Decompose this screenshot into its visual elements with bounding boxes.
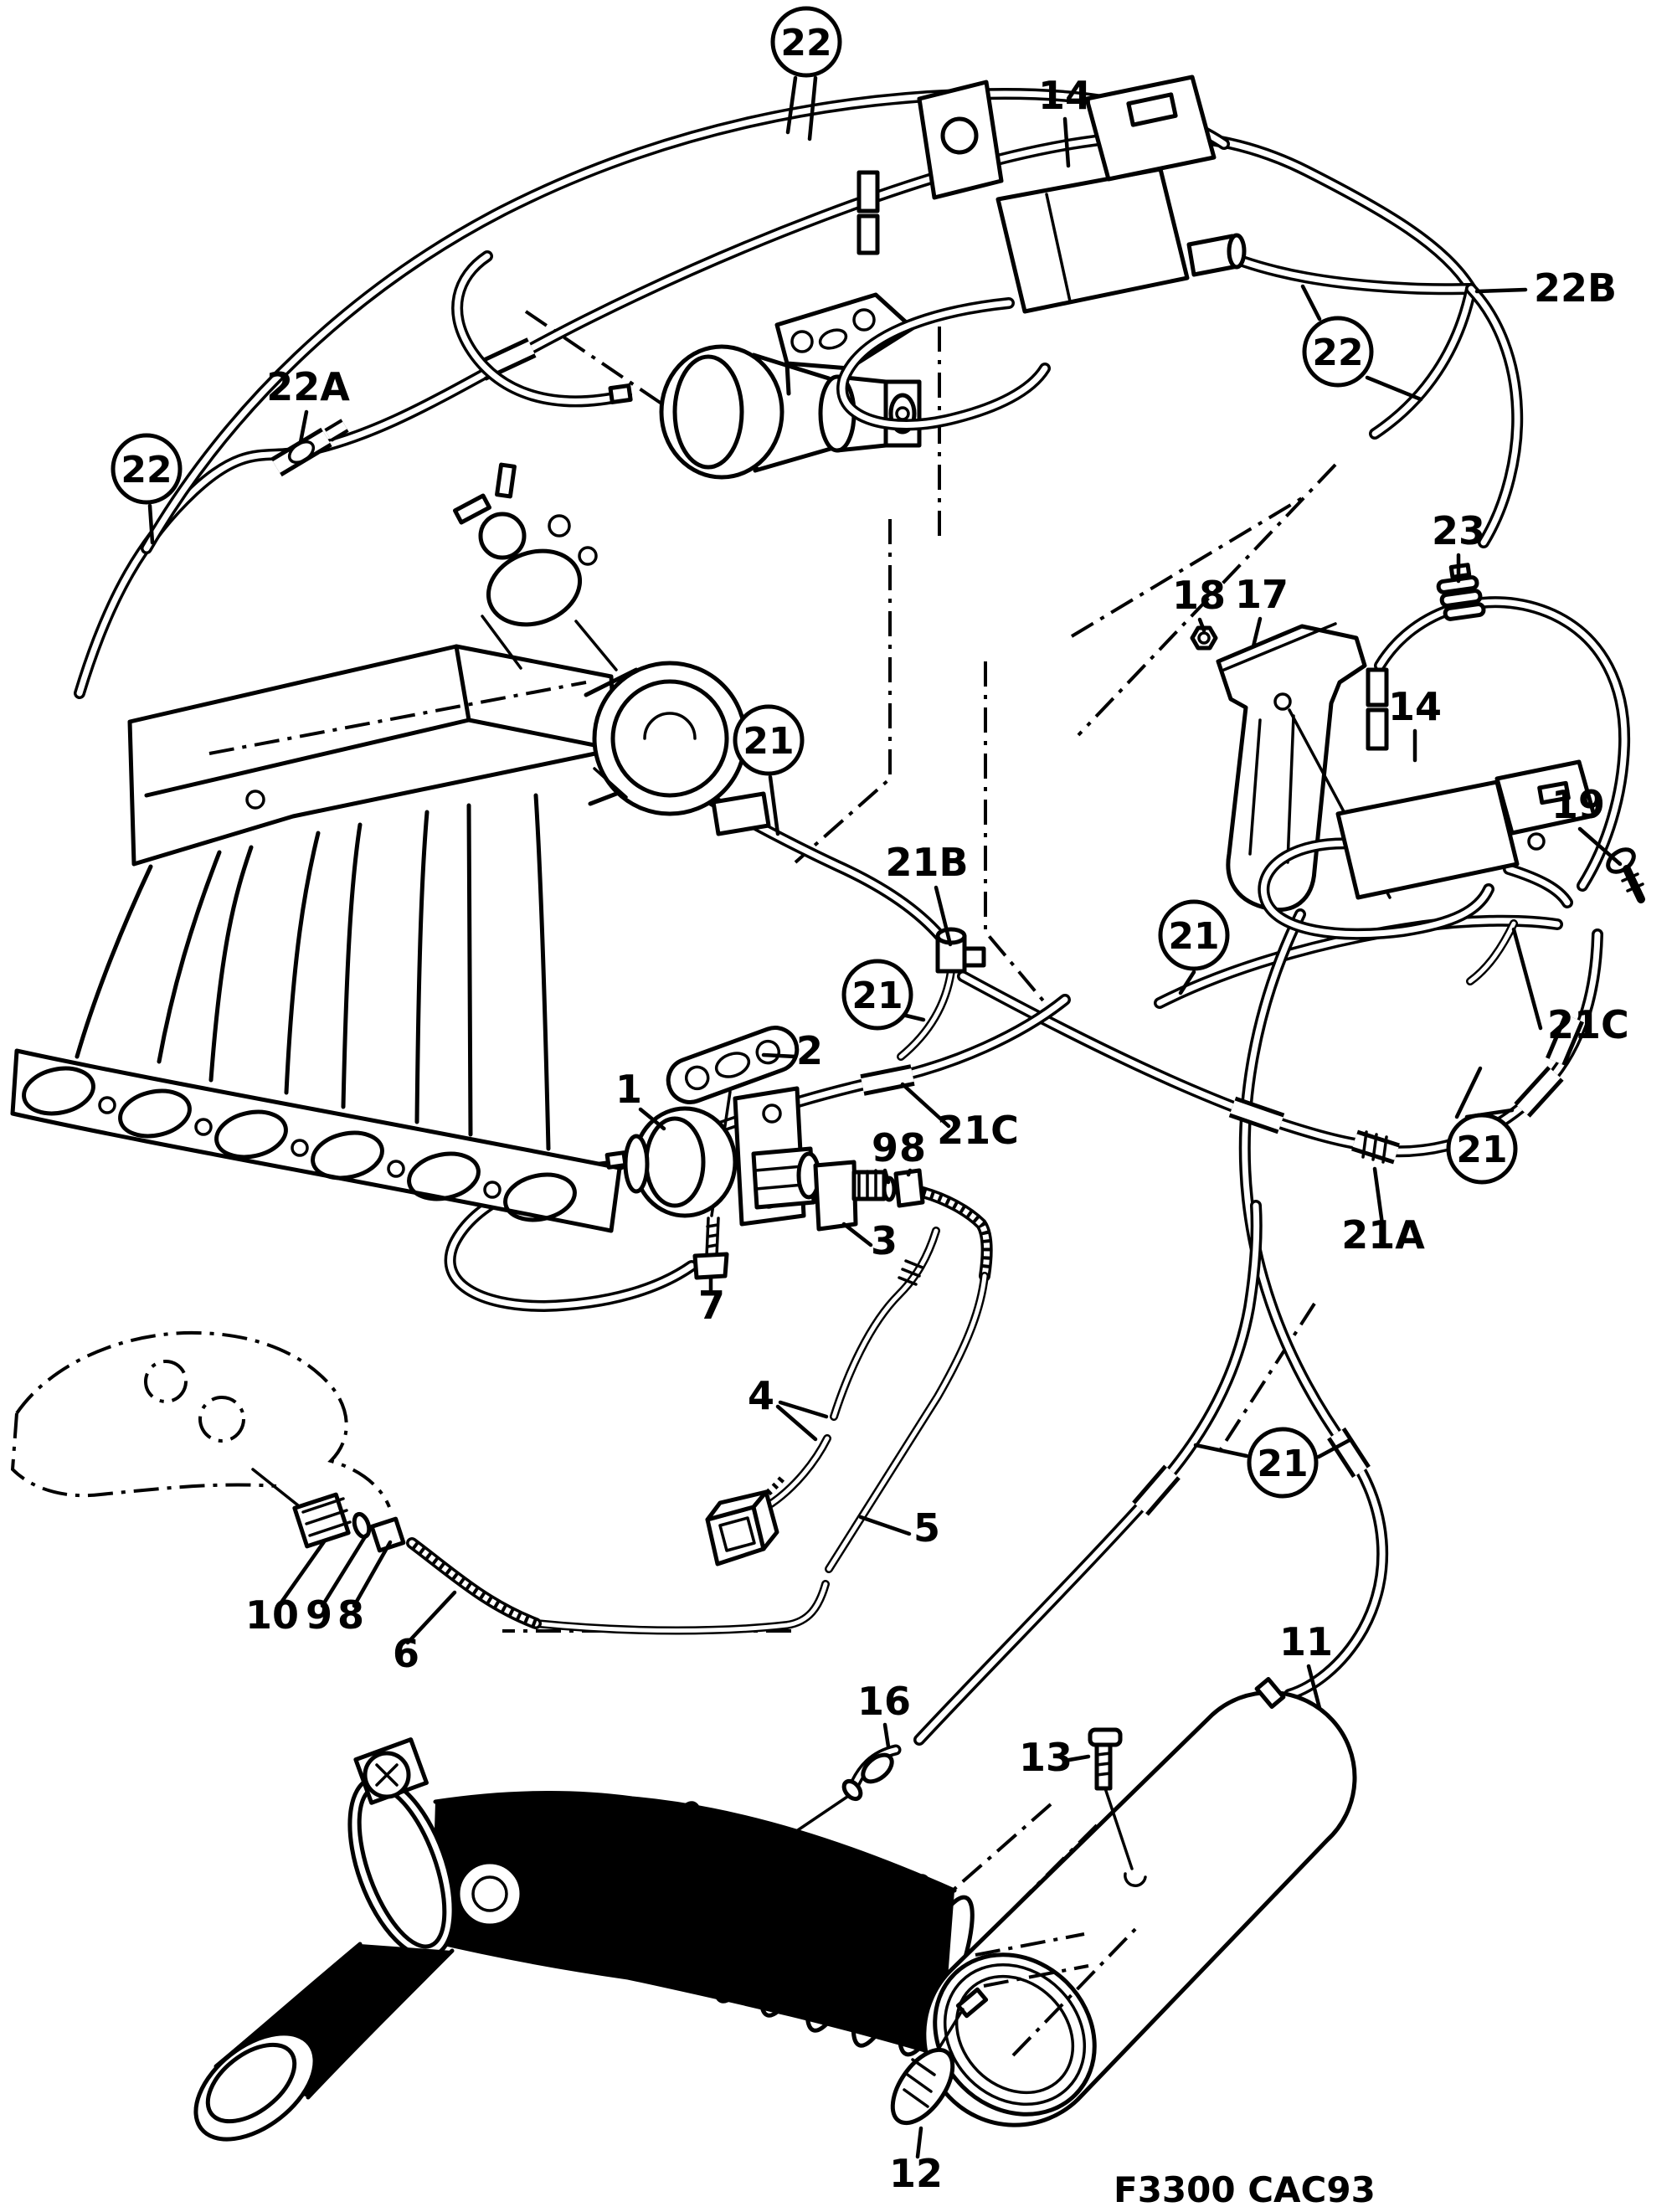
label-14-top: 14 [1038, 73, 1092, 118]
callout-22-top-label: 22 [780, 22, 831, 64]
vacuum-hose-21-run [450, 602, 1625, 1740]
sleeve-21c-right [1546, 1013, 1584, 1067]
tee-21b [935, 927, 986, 974]
screw-19 [1606, 847, 1645, 903]
label-21a: 21A [1341, 1212, 1425, 1258]
label-21b: 21B [885, 840, 968, 885]
exhaust-manifold [10, 1330, 406, 1553]
callout-22-right-label: 22 [1312, 332, 1363, 374]
cable-connector [705, 1489, 779, 1566]
callout-21-mid-label: 21 [1168, 915, 1219, 958]
bolt-13 [1088, 1727, 1147, 1887]
canister-nipple [1254, 1676, 1286, 1710]
throttle-body [452, 462, 771, 836]
leader-lines [147, 75, 1623, 2159]
washer-9 [882, 1175, 897, 1202]
hose-corrugations [620, 1801, 975, 2057]
callouts: 22 22 22 21 21 21 21 21 [111, 6, 1518, 1499]
callout-21-tee: 21 [841, 959, 913, 1031]
connector-22a [270, 419, 349, 477]
label-12: 12 [889, 2151, 943, 2196]
label-7: 7 [698, 1283, 725, 1328]
label-11: 11 [1279, 1619, 1333, 1664]
label-8-low: 8 [337, 1592, 364, 1638]
callout-21-throttle: 21 [733, 704, 805, 776]
callout-21-right: 21 [1446, 1113, 1518, 1185]
label-21c-mid: 21C [937, 1108, 1019, 1153]
label-19: 19 [1551, 782, 1605, 827]
gasket-2 [666, 1026, 800, 1104]
callout-21-lower-label: 21 [1257, 1443, 1308, 1485]
label-14-right: 14 [1388, 684, 1442, 729]
callout-21-lower: 21 [1247, 1427, 1319, 1499]
callout-21-right-label: 21 [1456, 1129, 1507, 1171]
label-9-low: 9 [306, 1592, 332, 1638]
label-22b: 22B [1534, 265, 1617, 311]
label-10: 10 [245, 1592, 299, 1638]
air-intake-hose [193, 1737, 975, 2142]
egr-vacuum-valve-top [608, 292, 922, 480]
clip-23 [1436, 563, 1486, 621]
label-4: 4 [748, 1373, 774, 1418]
figure-code: F3300 CAC93 [1114, 2169, 1376, 2210]
egr-valve-assembly [604, 1026, 925, 1280]
label-16: 16 [857, 1679, 911, 1724]
callout-21-throttle-label: 21 [743, 720, 794, 763]
solenoid-valve-right [1263, 667, 1597, 934]
callout-22-left-label: 22 [121, 449, 172, 491]
label-2: 2 [796, 1028, 823, 1073]
label-5: 5 [913, 1505, 940, 1551]
label-3: 3 [871, 1218, 898, 1263]
label-23: 23 [1432, 508, 1485, 553]
connector-21a [1351, 1129, 1400, 1165]
sleeve-21c-mid [860, 1064, 915, 1096]
label-1: 1 [615, 1067, 642, 1112]
bolt-7 [692, 1217, 729, 1280]
hose-branch [193, 1942, 455, 2142]
solenoid-valve-top [842, 75, 1247, 424]
label-18: 18 [1172, 573, 1226, 618]
label-22a: 22A [266, 364, 350, 409]
intake-manifold [10, 644, 647, 1233]
elbow-16 [784, 1750, 897, 1840]
label-6: 6 [393, 1631, 419, 1676]
label-21c-right: 21C [1547, 1002, 1629, 1047]
canister [922, 1676, 1357, 2127]
hose-clamp [347, 1737, 456, 1959]
callout-22-left: 22 [111, 433, 183, 505]
plug-12 [890, 1987, 989, 2126]
exhaust-fitting [292, 1492, 406, 1553]
label-17: 17 [1235, 572, 1289, 617]
callout-22-top: 22 [770, 6, 842, 78]
callout-22-right: 22 [1302, 316, 1374, 388]
nut-18 [1190, 625, 1218, 651]
callout-21-tee-label: 21 [851, 975, 903, 1017]
hose-boss [455, 1860, 524, 1928]
thermo-switch-cable [705, 1231, 936, 1566]
label-8-mid: 8 [899, 1125, 926, 1170]
manifold-flange-ports [22, 1066, 577, 1222]
label-13: 13 [1019, 1735, 1073, 1780]
callout-21-mid: 21 [1158, 899, 1230, 971]
label-9-mid: 9 [872, 1125, 898, 1170]
part-labels: 14 22A 22B 23 18 17 14 19 21B 21C 21C 2 … [245, 73, 1629, 2196]
elbow-3 [813, 1160, 858, 1232]
